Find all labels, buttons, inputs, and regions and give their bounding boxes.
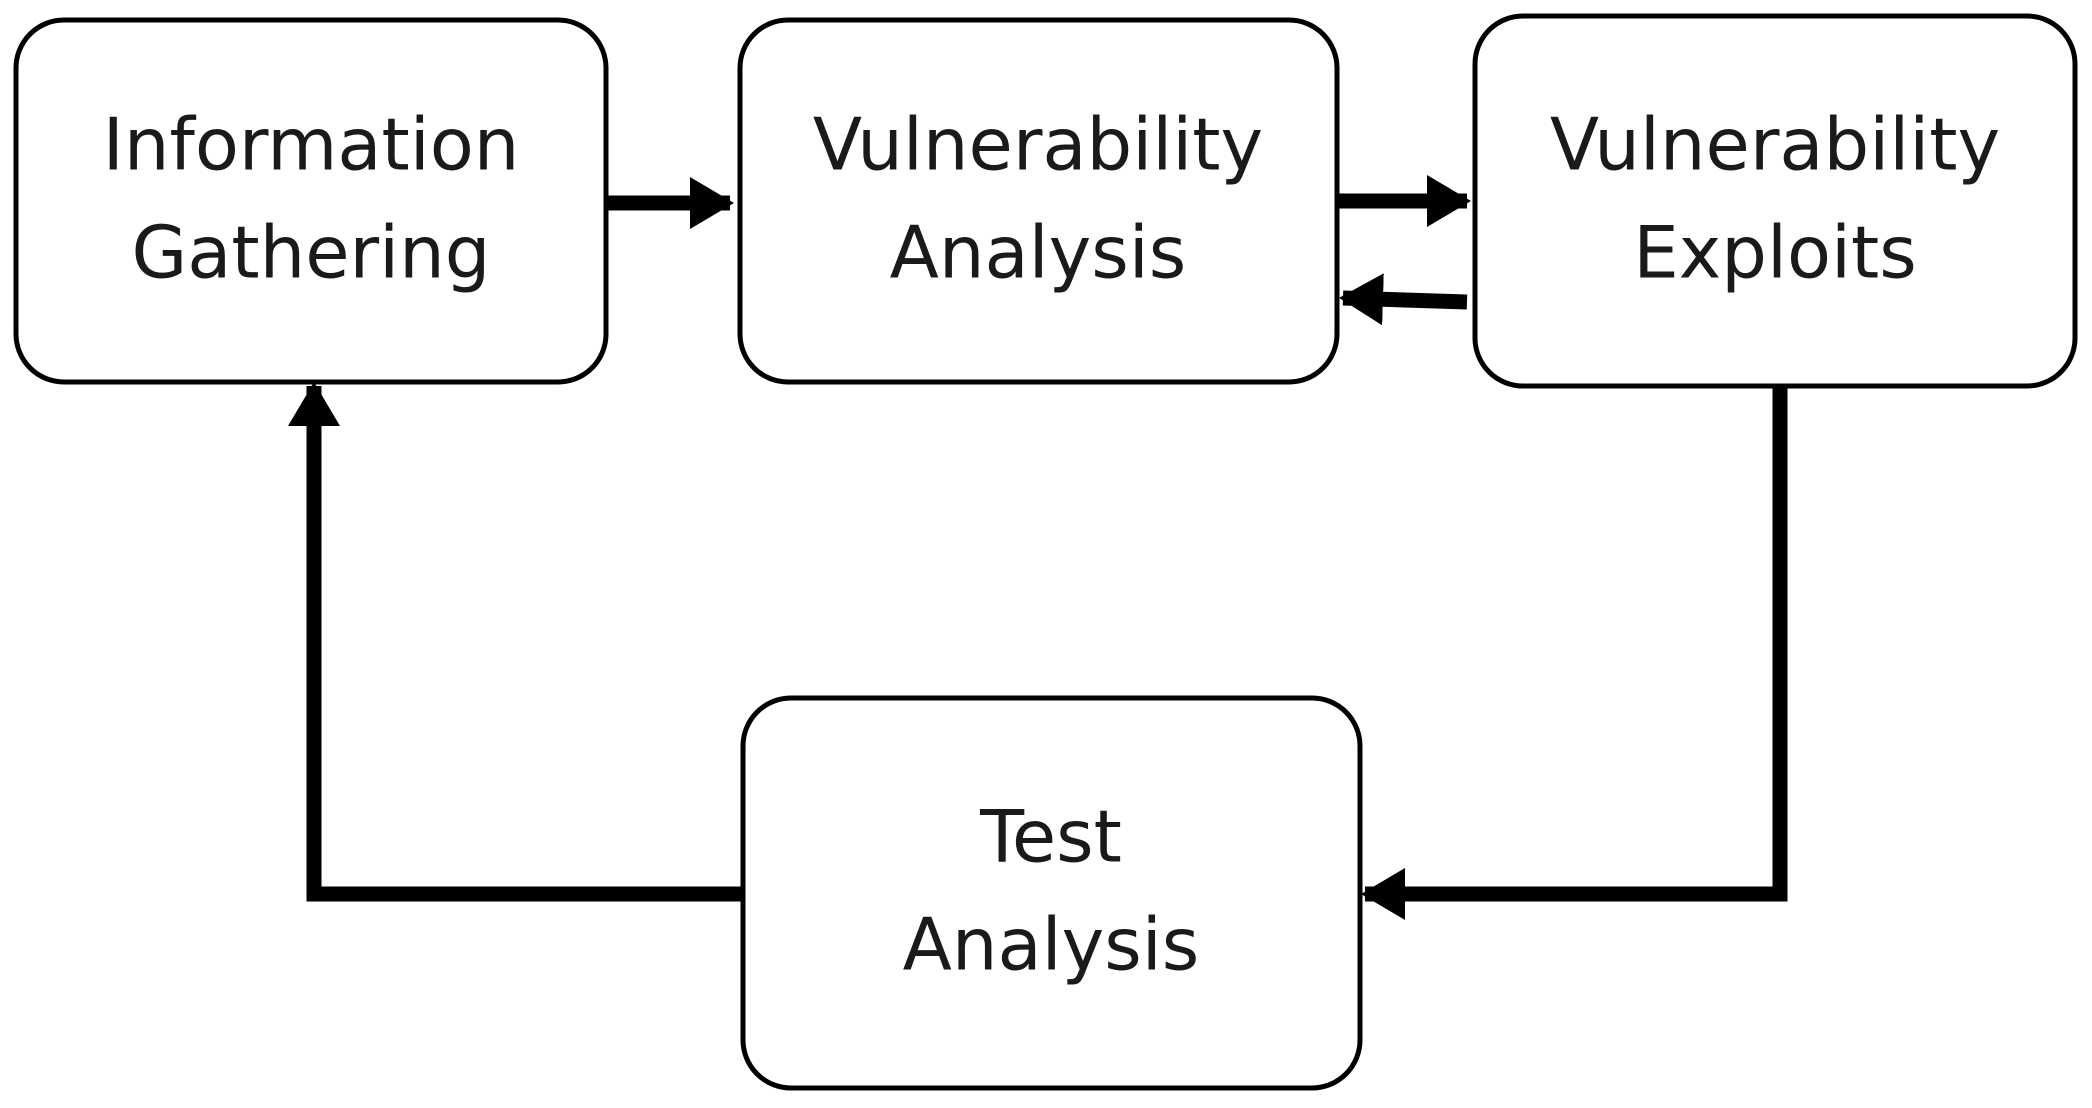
- edges: [288, 175, 1788, 920]
- node-vulnerability-analysis-line1: Vulnerability: [813, 103, 1263, 187]
- node-test-analysis-line2: Analysis: [903, 903, 1200, 987]
- node-information-gathering: Information Gathering: [13, 17, 609, 385]
- edge-test-analysis-to-info: [288, 382, 743, 902]
- node-information-gathering-line1: Information: [103, 103, 520, 187]
- node-vulnerability-exploits-line1: Vulnerability: [1550, 103, 2000, 187]
- node-vulnerability-exploits: Vulnerability Exploits: [1472, 13, 2078, 389]
- edge-vuln-exploits-to-test-analysis: [1361, 386, 1788, 920]
- node-test-analysis-line1: Test: [979, 795, 1122, 879]
- node-test-analysis: Test Analysis: [740, 695, 1363, 1091]
- edge-vuln-exploits-to-vuln-analysis: [1339, 273, 1468, 326]
- node-vulnerability-analysis-line2: Analysis: [890, 211, 1187, 295]
- node-vulnerability-analysis: Vulnerability Analysis: [737, 17, 1340, 385]
- node-vulnerability-exploits-line2: Exploits: [1633, 211, 1917, 295]
- node-information-gathering-line2: Gathering: [131, 211, 490, 295]
